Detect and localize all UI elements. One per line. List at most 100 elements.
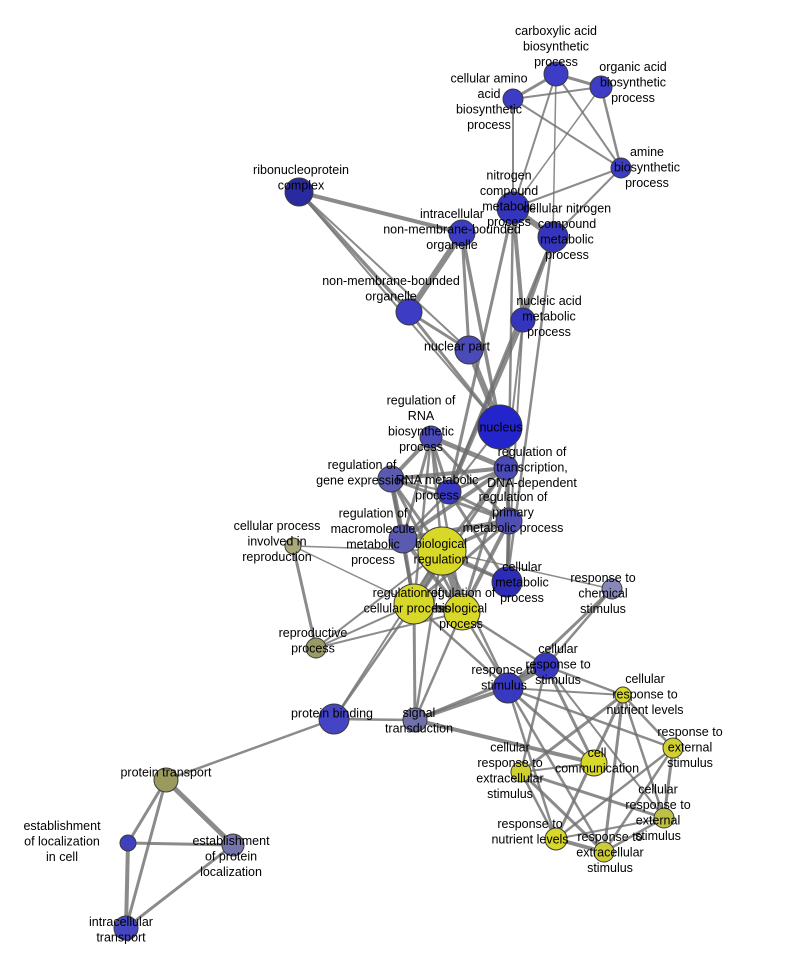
graph-node-cell_comm[interactable] xyxy=(580,749,608,777)
graph-node-ribo[interactable] xyxy=(284,177,314,207)
graph-edge-nitrogen--nucleic xyxy=(511,206,525,322)
graph-node-cell_met[interactable] xyxy=(491,566,523,598)
graph-edge-reg_cellular--resp_stim xyxy=(412,602,510,690)
graph-edge-repro_cell--reg_cellular xyxy=(292,545,415,605)
graph-edge-resp_chem--resp_stim xyxy=(506,587,614,690)
graph-node-cell_resp_extracell[interactable] xyxy=(510,761,532,783)
graph-edge-reg_rna--reg_primary xyxy=(429,435,511,523)
graph-edge-cell_resp_extracell--resp_nutrient xyxy=(519,770,558,841)
graph-node-cell_resp_stim[interactable] xyxy=(532,652,560,680)
graph-node-carboxylic[interactable] xyxy=(543,61,569,87)
graph-node-reg_cellular[interactable] xyxy=(393,583,435,625)
graph-edge-reg_primary--reg_macro xyxy=(400,518,512,542)
graph-node-signal[interactable] xyxy=(402,707,428,733)
graph-edge-ribo--nuclear_part xyxy=(298,191,470,351)
graph-node-repro[interactable] xyxy=(305,637,327,659)
graph-node-repro_cell[interactable] xyxy=(284,537,302,555)
node-label-protein_transport: protein transport xyxy=(120,766,212,780)
graph-node-reg_primary[interactable] xyxy=(495,507,523,535)
graph-edge-resp_chem--bio_reg xyxy=(441,550,613,590)
graph-edge-organic--nitrogen xyxy=(512,86,602,209)
graph-node-nitrogen[interactable] xyxy=(496,191,530,225)
graph-node-reg_macro[interactable] xyxy=(388,524,418,554)
graph-node-rna_met[interactable] xyxy=(436,479,462,505)
graph-node-reg_gene[interactable] xyxy=(377,465,405,493)
graph-node-reg_rna[interactable] xyxy=(419,425,443,449)
node-label-nuclear_part: nuclear part xyxy=(424,340,491,354)
graph-node-resp_stim[interactable] xyxy=(492,672,524,704)
graph-node-resp_chem[interactable] xyxy=(601,578,623,600)
graph-node-intra_transport[interactable] xyxy=(113,915,139,941)
graph-node-nucleic[interactable] xyxy=(510,307,536,333)
graph-node-cell_nitrogen[interactable] xyxy=(537,221,569,253)
graph-edge-bio_reg--repro_cell xyxy=(292,545,443,552)
graph-edge-bio_reg--signal xyxy=(413,549,444,722)
graph-node-organic[interactable] xyxy=(589,75,613,99)
graph-node-protein_transport[interactable] xyxy=(153,767,179,793)
graph-node-nmb_organelle[interactable] xyxy=(395,298,423,326)
graph-node-resp_nutrient[interactable] xyxy=(544,827,568,851)
graph-edge-carboxylic--cell_nitrogen xyxy=(552,73,557,238)
graph-edge-cell_resp_extracell--resp_extracell xyxy=(519,770,606,854)
graph-node-reg_biological[interactable] xyxy=(443,593,481,631)
graph-edge-estab_loc--intra_transport xyxy=(124,841,130,930)
graph-edge-cell_resp_stim--cell_resp_extracell xyxy=(519,664,548,774)
graph-node-nuclear_part[interactable] xyxy=(454,335,484,365)
graph-edge-protein_transport--intra_transport xyxy=(124,778,168,930)
graph-node-protein_binding[interactable] xyxy=(318,703,350,735)
graph-edge-cell_resp_nutrient--cell_resp_external xyxy=(621,693,666,820)
graph-node-amino[interactable] xyxy=(502,88,524,110)
graph-node-reg_transcription[interactable] xyxy=(493,455,519,481)
graph-edge-carboxylic--amine xyxy=(555,73,622,169)
nodes-layer xyxy=(113,61,684,941)
graph-node-nucleus[interactable] xyxy=(477,404,523,450)
graph-edge-resp_stim--signal xyxy=(413,686,510,722)
graph-edge-cell_resp_stim--cell_comm xyxy=(544,664,596,765)
graph-edge-estab_protein--intra_transport xyxy=(124,843,235,930)
graph-edge-resp_stim--cell_resp_nutrient xyxy=(507,687,624,696)
graph-edge-resp_stim--cell_comm xyxy=(506,686,596,765)
graph-node-intracell_nmb[interactable] xyxy=(448,219,476,247)
graph-edge-reg_cellular--protein_binding xyxy=(332,602,416,721)
graph-node-cell_resp_external[interactable] xyxy=(653,807,675,829)
graph-edge-amine--nitrogen xyxy=(512,167,622,209)
graph-node-estab_protein[interactable] xyxy=(221,833,245,857)
graph-edge-cell_resp_nutrient--resp_external xyxy=(621,693,675,750)
graph-edge-reg_biological--repro xyxy=(315,611,463,649)
graph-edge-cell_resp_stim--cell_resp_nutrient xyxy=(544,664,625,697)
graph-node-amine[interactable] xyxy=(610,157,632,179)
graph-node-estab_loc[interactable] xyxy=(119,834,137,852)
graph-node-bio_reg[interactable] xyxy=(417,526,467,576)
graph-edge-reg_biological--signal xyxy=(413,610,464,722)
graph-edge-cell_resp_extracell--cell_resp_external xyxy=(519,770,666,820)
graph-node-cell_resp_nutrient[interactable] xyxy=(614,686,632,704)
graph-edge-amino--amine xyxy=(512,98,622,169)
graph-node-resp_extracell[interactable] xyxy=(593,841,615,863)
graph-node-resp_external[interactable] xyxy=(662,737,684,759)
